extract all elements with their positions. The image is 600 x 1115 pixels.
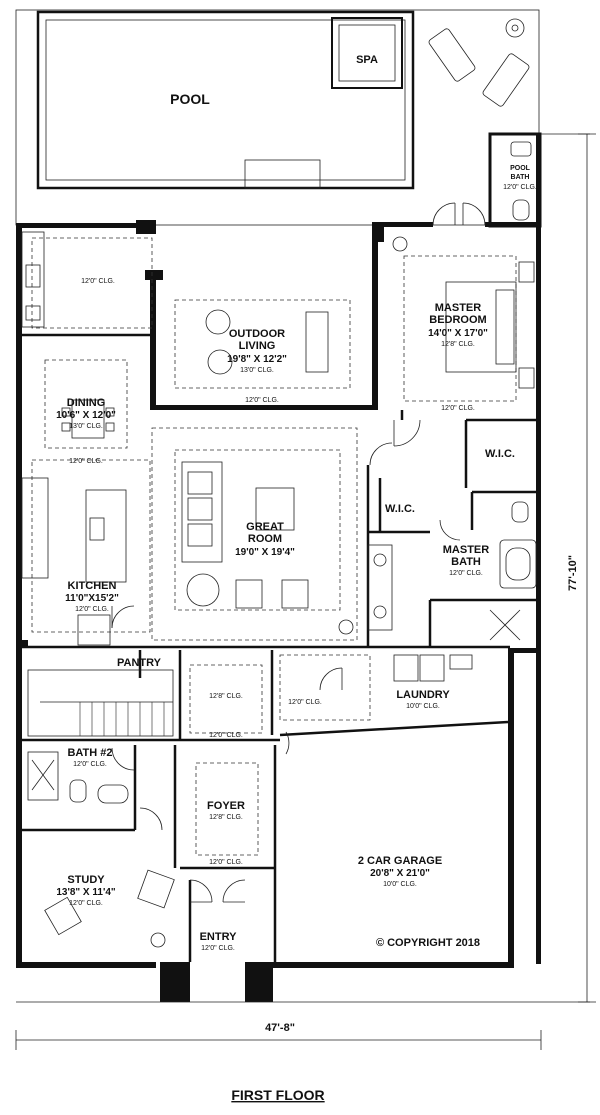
kitchen-ceiling: 12'0" CLG.	[75, 606, 109, 613]
planter-icon	[505, 18, 525, 38]
master-bedroom-dims: 14'0" X 17'0"	[428, 328, 488, 339]
plant-icon-2	[392, 236, 408, 252]
outdoor-living-name-2: LIVING	[239, 340, 276, 352]
width-dimension: 47'-8"	[265, 1022, 295, 1034]
master-bedroom-name-1: MASTER	[435, 302, 482, 314]
outdoor-living-dims: 19'8" X 12'2"	[227, 354, 287, 365]
pool-bath-name-2: BATH	[511, 174, 530, 181]
great-room-dims: 19'0" X 19'4"	[235, 547, 295, 558]
pantry-name: PANTRY	[117, 657, 162, 669]
bath2-name: BATH #2	[67, 747, 112, 759]
master-bath-ceiling: 12'0" CLG.	[449, 570, 483, 577]
garage-ceiling: 10'0" CLG.	[383, 881, 417, 888]
pool-bath: POOL BATH 12'0" CLG.	[488, 132, 542, 228]
furniture	[21, 231, 537, 948]
entry-name: ENTRY	[200, 931, 238, 943]
hall-ceiling: 12'8" CLG.	[209, 693, 243, 700]
floor-title: FIRST FLOOR	[231, 1087, 324, 1103]
master-bath-name-2: BATH	[451, 556, 481, 568]
room-labels: 12'0" CLG. OUTDOOR LIVING 19'8" X 12'2" …	[56, 278, 579, 1103]
hall-ceiling-below: 12'0" CLG.	[209, 732, 243, 739]
spa-label: SPA	[356, 54, 378, 66]
entry-ceiling: 12'0" CLG.	[201, 945, 235, 952]
foyer-ceiling-below: 12'0" CLG.	[209, 859, 243, 866]
kitchen-dims: 11'0"X15'2"	[65, 593, 119, 604]
kitchen-name: KITCHEN	[68, 580, 117, 592]
dimension-lines	[15, 133, 596, 1050]
dining-name: DINING	[67, 397, 106, 409]
doors	[111, 202, 486, 903]
lanai-ceiling: 12'0" CLG.	[81, 278, 115, 285]
great-room-name-2: ROOM	[248, 533, 282, 545]
dining-dims: 10'6" X 12'0"	[56, 410, 116, 421]
pool-bath-ceiling: 12'0" CLG.	[503, 184, 537, 191]
study-name: STUDY	[67, 874, 105, 886]
garage-dims: 20'8" X 21'0"	[370, 868, 430, 879]
spa	[331, 17, 403, 89]
foyer-ceiling: 12'8" CLG.	[209, 814, 243, 821]
bath2-ceiling: 12'0" CLG.	[73, 761, 107, 768]
master-bedroom-ceiling: 12'8" CLG.	[441, 341, 475, 348]
lounge-chairs	[428, 18, 530, 107]
dining-ceiling-below: 12'0" CLG.	[69, 458, 103, 465]
master-bath-name-1: MASTER	[443, 544, 490, 556]
great-room-name-1: GREAT	[246, 521, 284, 533]
laundry-name: LAUNDRY	[396, 689, 450, 701]
foyer-name: FOYER	[207, 800, 245, 812]
copyright-label: © COPYRIGHT 2018	[376, 937, 480, 949]
laundry-ceiling: 10'0" CLG.	[406, 703, 440, 710]
garage-name: 2 CAR GARAGE	[358, 855, 442, 867]
outdoor-living-ceiling: 13'0" CLG.	[240, 367, 274, 374]
study-ceiling: 12'0" CLG.	[69, 900, 103, 907]
pool-label: POOL	[170, 91, 210, 107]
master-bedroom-name-2: BEDROOM	[429, 314, 486, 326]
study-dims: 13'8" X 11'4"	[56, 887, 116, 898]
pool-area: POOL SPA	[15, 9, 540, 226]
plant-icon	[338, 619, 354, 635]
outdoor-living-ceiling-below: 12'0" CLG.	[245, 397, 279, 404]
laundry-hall-ceiling: 12'0" CLG.	[288, 699, 322, 706]
outdoor-living-name-1: OUTDOOR	[229, 328, 285, 340]
wic-mid-name: W.I.C.	[385, 503, 415, 515]
depth-dimension: 77'-10"	[567, 555, 579, 591]
wic-top-name: W.I.C.	[485, 448, 515, 460]
master-bedroom-ceiling-below: 12'0" CLG.	[441, 405, 475, 412]
dining-ceiling: 13'0" CLG.	[69, 423, 103, 430]
pool-bath-name-1: POOL	[510, 165, 531, 172]
exterior-walls	[16, 134, 541, 1002]
